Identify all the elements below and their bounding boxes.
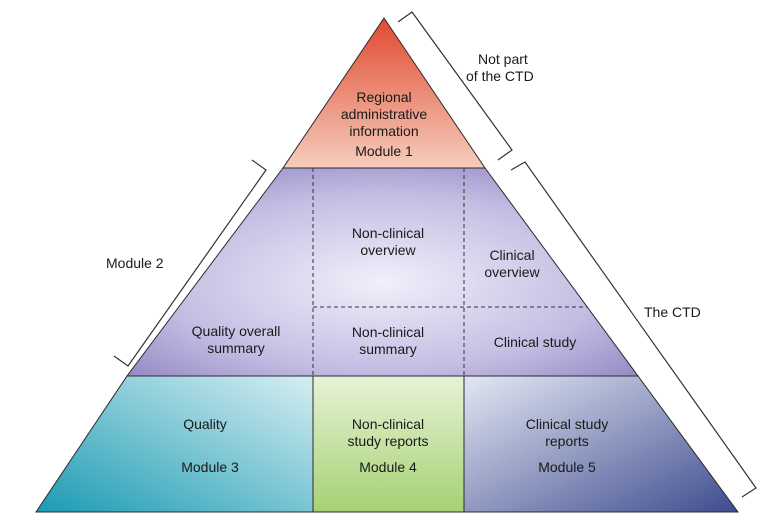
nonclinical-summary-line2: summary xyxy=(359,341,417,357)
module4-label: Module 4 xyxy=(359,459,417,475)
module4-title-line2: study reports xyxy=(348,433,429,449)
nonclinical-summary-line1: Non-clinical xyxy=(352,324,424,340)
module1-title-line2: administrative xyxy=(341,106,428,122)
module3-tier xyxy=(35,375,314,513)
module4-title-line1: Non-clinical xyxy=(352,416,424,432)
nonclinical-overview-line2: overview xyxy=(360,242,416,258)
bracket-the-ctd xyxy=(510,161,757,498)
module1-title-line1: Regional xyxy=(356,89,411,105)
the-ctd-label: The CTD xyxy=(644,304,701,320)
bracket-module2 xyxy=(113,159,267,367)
clinical-overview-line2: overview xyxy=(484,264,540,280)
clinical-overview-line1: Clinical xyxy=(489,247,534,263)
nonclinical-overview-line1: Non-clinical xyxy=(352,225,424,241)
clinical-study-label: Clinical study xyxy=(494,334,576,350)
not-part-line1: Not part xyxy=(478,51,528,67)
module5-label: Module 5 xyxy=(538,459,596,475)
module5-tier xyxy=(463,375,739,513)
module3-title: Quality xyxy=(183,416,227,432)
module3-label: Module 3 xyxy=(181,459,239,475)
module5-title-line2: reports xyxy=(545,433,589,449)
module1-title-line3: information xyxy=(349,123,418,139)
bracket-not-part xyxy=(397,11,513,161)
module5-title-line1: Clinical study xyxy=(526,416,608,432)
module2-bracket-label: Module 2 xyxy=(106,255,164,271)
module1-label: Module 1 xyxy=(355,143,413,159)
quality-overall-summary-line2: summary xyxy=(207,340,265,356)
not-part-line2: of the CTD xyxy=(466,68,534,84)
module4-tier xyxy=(312,375,465,513)
quality-overall-summary-line1: Quality overall xyxy=(192,323,281,339)
